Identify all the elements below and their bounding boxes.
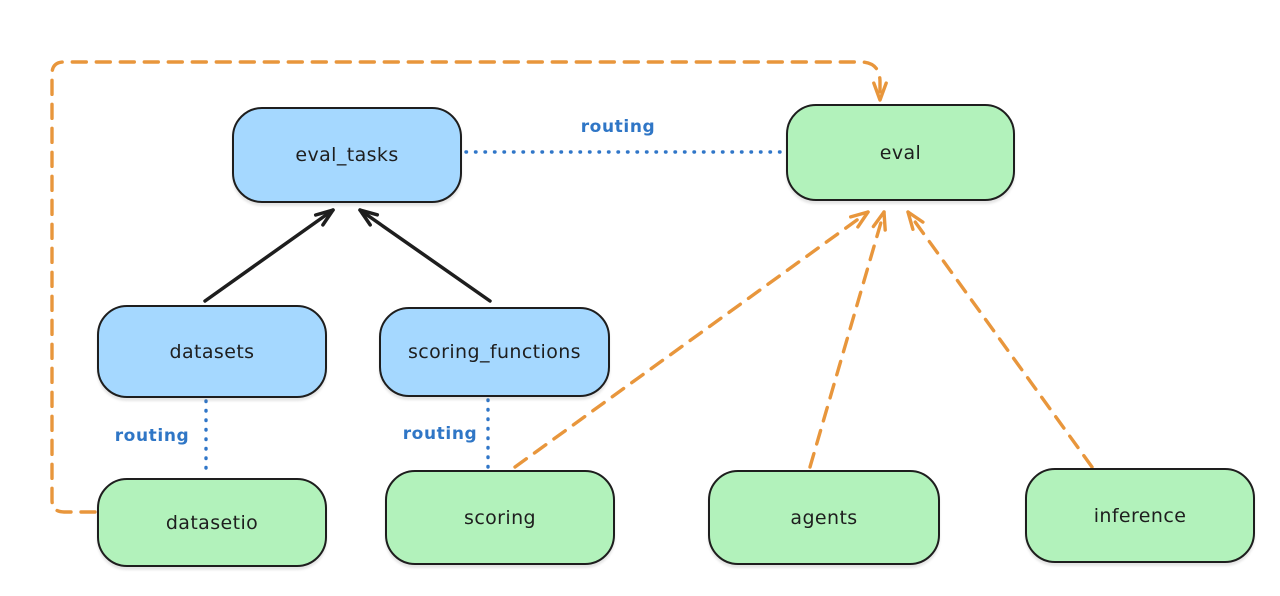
node-agents: agents: [708, 470, 940, 565]
edge-datasets-to-eval-tasks: [203, 208, 335, 303]
node-datasets: datasets: [97, 305, 327, 398]
edge-agents-to-eval: [808, 210, 887, 469]
node-datasetio: datasetio: [97, 478, 327, 567]
node-eval-tasks: eval_tasks: [232, 107, 462, 203]
node-inference: inference: [1025, 468, 1255, 563]
routing-label-scoring-functions-scoring: routing: [402, 424, 478, 444]
routing-label-datasets-datasetio: routing: [114, 426, 190, 446]
node-eval: eval: [786, 104, 1015, 201]
node-scoring: scoring: [385, 470, 615, 565]
routing-label-eval-tasks-eval: routing: [580, 117, 656, 137]
node-scoring-functions: scoring_functions: [379, 307, 610, 397]
edge-scoring-functions-to-eval-tasks: [358, 208, 492, 303]
edge-inference-to-eval: [906, 210, 1094, 469]
